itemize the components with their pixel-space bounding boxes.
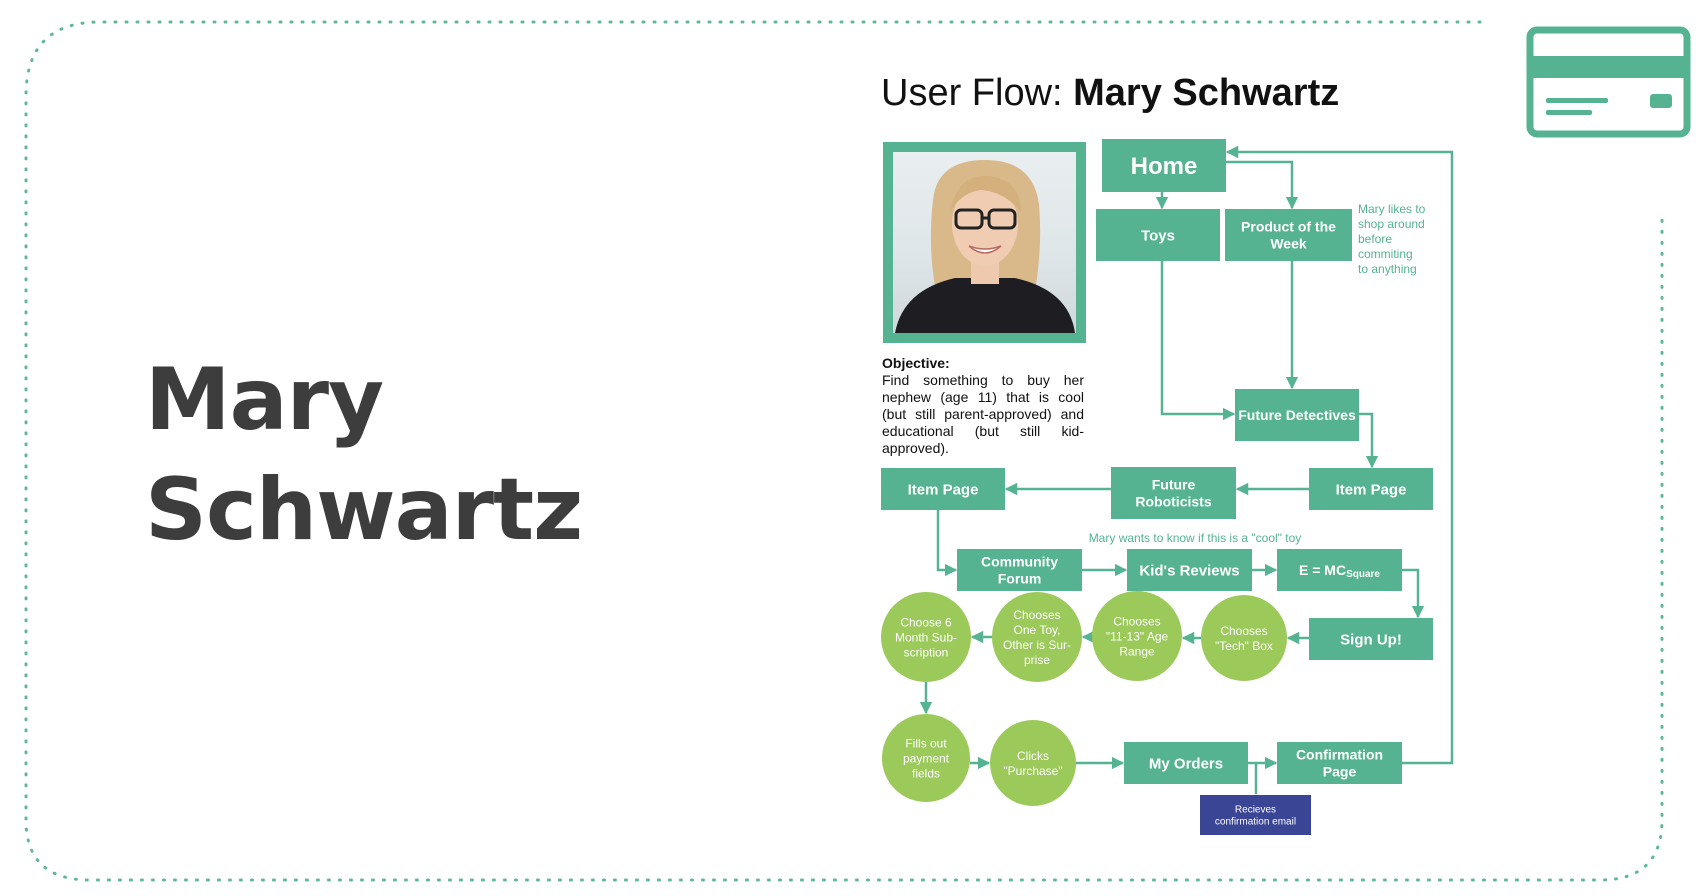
flow-edges	[919, 145, 1454, 794]
node-clicks-purchase: Clicks"Purchase"	[990, 720, 1076, 806]
node-chooses-tech-box-label: Chooses"Tech" Box	[1215, 624, 1273, 653]
node-item-page-left-label: Item Page	[908, 481, 979, 498]
node-item-page-right-label: Item Page	[1336, 481, 1407, 498]
node-toys-shape	[1096, 209, 1220, 261]
node-e-mc-square: E = MCSquare	[1277, 549, 1402, 591]
persona-illustration	[895, 160, 1075, 333]
objective-heading: Objective:	[882, 355, 950, 371]
node-chooses-age-range-shape	[1092, 591, 1182, 681]
node-chooses-one-toy-shape	[992, 592, 1082, 682]
node-future-detectives-shape	[1235, 389, 1359, 441]
node-future-detectives: Future Detectives	[1235, 389, 1359, 441]
node-fills-payment-shape	[882, 714, 970, 802]
credit-card-icon	[1526, 26, 1691, 138]
node-toys: Toys	[1096, 209, 1220, 261]
flow-title-name: Mary Schwartz	[1073, 72, 1340, 114]
node-my-orders: My Orders	[1124, 742, 1248, 784]
node-home: Home	[1102, 139, 1226, 192]
edge-future-detectives-to-item-page-right	[1359, 412, 1379, 469]
flow-title-prefix: User Flow:	[881, 72, 1063, 114]
node-home-shape	[1102, 139, 1226, 192]
node-item-page-left-shape	[881, 468, 1005, 510]
node-item-page-right: Item Page	[1309, 468, 1433, 510]
node-sign-up-label: Sign Up!	[1340, 631, 1402, 648]
persona-last-name: Schwartz	[145, 460, 583, 560]
node-future-roboticists-shape	[1111, 467, 1236, 519]
node-confirmation-page-shape	[1277, 742, 1402, 784]
edge-e-mc-square-to-sign-up	[1402, 568, 1425, 619]
node-my-orders-shape	[1124, 742, 1248, 784]
node-e-mc-square-label: E = MCSquare	[1299, 562, 1380, 580]
node-chooses-tech-box: Chooses"Tech" Box	[1201, 595, 1287, 681]
node-kids-reviews: Kid's Reviews	[1127, 549, 1252, 591]
persona-photo	[893, 152, 1076, 333]
edge-confirmation-page-to-home	[1225, 145, 1454, 765]
node-home-label: Home	[1131, 153, 1198, 180]
edge-home-to-potw	[1226, 160, 1299, 210]
flow-title: User Flow: Mary Schwartz	[881, 72, 1339, 115]
node-chooses-tech-box-shape	[1201, 595, 1287, 681]
persona-photo-frame	[883, 142, 1086, 343]
node-future-detectives-label: Future Detectives	[1238, 407, 1356, 423]
persona-first-name: Mary	[145, 350, 384, 450]
node-sign-up: Sign Up!	[1309, 618, 1433, 660]
node-item-page-right-shape	[1309, 468, 1433, 510]
objective-block: Objective: Find something to buy her nep…	[882, 355, 1084, 457]
node-sign-up-shape	[1309, 618, 1433, 660]
objective-text: Find something to buy her nephew (age 11…	[882, 372, 1084, 456]
annotation-cool-toy: Mary wants to know if this is a "cool" t…	[1089, 531, 1302, 545]
node-choose-6-month-shape	[881, 592, 971, 682]
node-clicks-purchase-label: Clicks"Purchase"	[1003, 749, 1062, 778]
node-kids-reviews-shape	[1127, 549, 1252, 591]
node-confirmation-email-shape	[1200, 795, 1311, 835]
edge-toys-to-future-detectives	[1160, 261, 1236, 421]
node-toys-label: Toys	[1141, 227, 1175, 244]
node-my-orders-label: My Orders	[1149, 755, 1223, 772]
node-kids-reviews-label: Kid's Reviews	[1139, 562, 1239, 579]
node-community-forum-shape	[957, 549, 1082, 591]
edge-item-page-left-to-community-forum	[936, 510, 958, 577]
node-item-page-left: Item Page	[881, 468, 1005, 510]
node-e-mc-square-shape	[1277, 549, 1402, 591]
node-potw-shape	[1225, 209, 1352, 261]
node-clicks-purchase-shape	[990, 720, 1076, 806]
